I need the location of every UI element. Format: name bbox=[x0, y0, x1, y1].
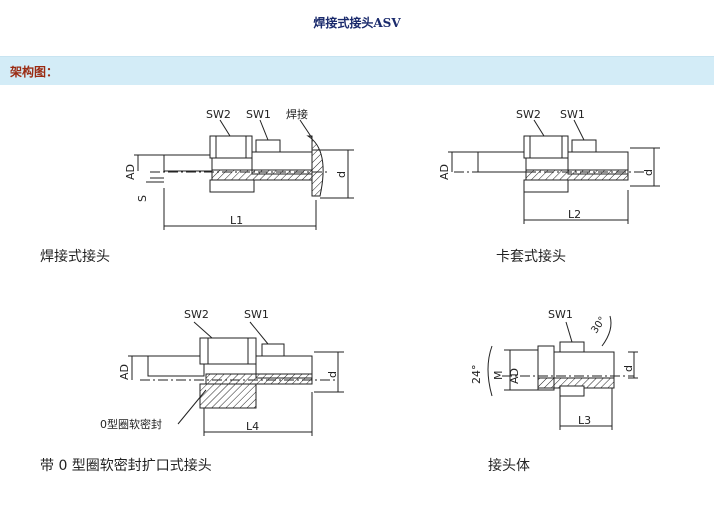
fitting-body-svg: SW1 30° 24° M AD d L3 bbox=[470, 308, 638, 430]
body-m-label: M bbox=[492, 371, 505, 381]
flared-sw2-label: SW2 bbox=[184, 308, 209, 321]
section-header: 架构图： bbox=[0, 56, 714, 85]
page-title: 焊接式接头ASV bbox=[313, 16, 401, 30]
body-d-label: d bbox=[622, 365, 635, 372]
welded-s-label: S bbox=[136, 195, 149, 202]
ferrule-fitting-svg: SW2 SW1 AD d L2 bbox=[438, 108, 660, 224]
ferrule-fitting-drawing: SW2 SW1 AD d L2 bbox=[434, 100, 674, 240]
welded-fitting-drawing: SW2 SW1 焊接 AD S d L1 bbox=[120, 100, 360, 240]
ferrule-sw2-label: SW2 bbox=[516, 108, 541, 121]
flared-l-label: L4 bbox=[246, 420, 259, 433]
flared-sw1-label: SW1 bbox=[244, 308, 269, 321]
welded-fitting-svg: SW2 SW1 焊接 AD S d L1 bbox=[124, 107, 354, 230]
flared-ad-label: AD bbox=[118, 364, 131, 380]
welded-l-label: L1 bbox=[230, 214, 243, 227]
flared-fitting-caption: 带 0 型圈软密封扩口式接头 bbox=[40, 458, 212, 474]
welded-d-label: d bbox=[335, 171, 348, 178]
fitting-body-caption: 接头体 bbox=[488, 458, 530, 474]
body-ad-label: AD bbox=[508, 368, 521, 384]
flared-seal-label: 0型圈软密封 bbox=[100, 417, 162, 431]
section-label: 架构图： bbox=[10, 65, 59, 79]
flared-fitting-svg: SW2 SW1 AD d L4 0型圈软密封 bbox=[100, 308, 344, 436]
welded-ad-label: AD bbox=[124, 164, 137, 180]
body-sw1-label: SW1 bbox=[548, 308, 573, 321]
ferrule-d-label: d bbox=[642, 169, 655, 176]
welded-sw2-label: SW2 bbox=[206, 108, 231, 121]
ferrule-l-label: L2 bbox=[568, 208, 581, 221]
flared-d-label: d bbox=[326, 371, 339, 378]
welded-sw1-label: SW1 bbox=[246, 108, 271, 121]
body-l-label: L3 bbox=[578, 414, 591, 427]
ferrule-sw1-label: SW1 bbox=[560, 108, 585, 121]
body-angle-top-label: 30° bbox=[589, 315, 608, 336]
ferrule-fitting-caption: 卡套式接头 bbox=[496, 249, 566, 265]
welded-weld-label: 焊接 bbox=[286, 107, 308, 121]
ferrule-ad-label: AD bbox=[438, 164, 451, 180]
fitting-body-drawing: SW1 30° 24° M AD d L3 bbox=[462, 300, 662, 440]
welded-fitting-caption: 焊接式接头 bbox=[40, 249, 110, 265]
body-angle-left-label: 24° bbox=[470, 365, 483, 385]
flared-fitting-drawing: SW2 SW1 AD d L4 0型圈软密封 bbox=[100, 300, 350, 440]
